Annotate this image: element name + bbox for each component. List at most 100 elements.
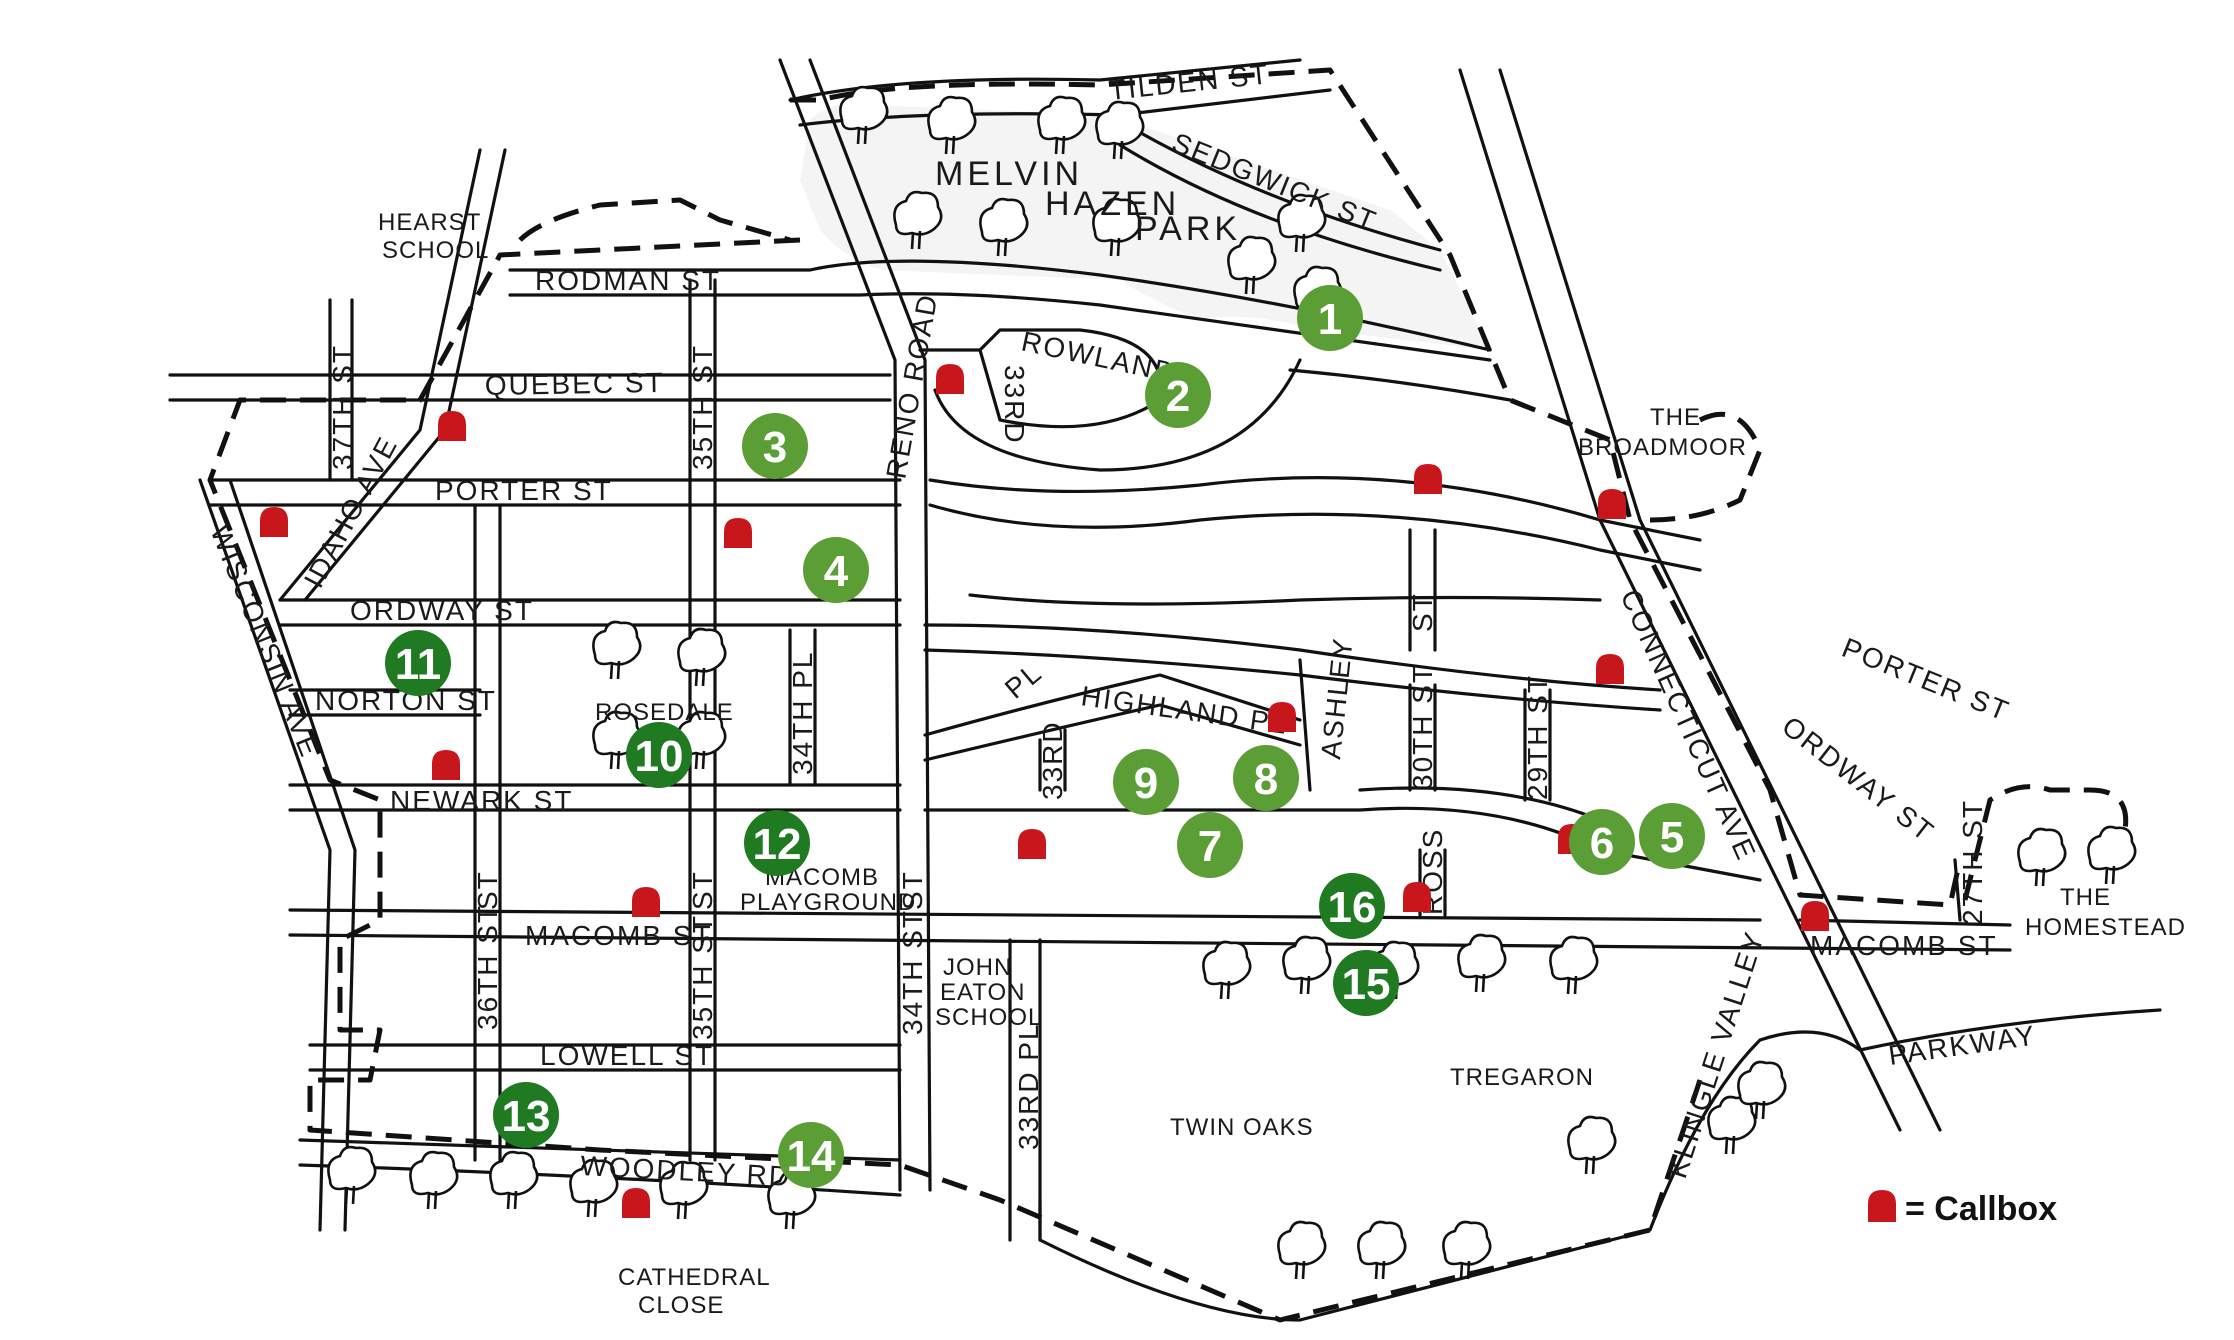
marker-circle <box>803 537 869 603</box>
label-quebec-st: QUEBEC ST <box>485 367 665 401</box>
tree-icon <box>1549 935 1599 995</box>
callbox-icon <box>260 507 288 537</box>
marker-13[interactable]: 13 <box>493 1082 559 1148</box>
marker-10[interactable]: 10 <box>626 722 692 788</box>
marker-circle <box>1569 809 1635 875</box>
label-john-eaton-3: SCHOOL <box>935 1004 1042 1031</box>
label-33rd-rd: 33RD <box>1037 720 1068 800</box>
label-porter-st-east: PORTER ST <box>1838 632 2014 727</box>
label-twin-oaks: TWIN OAKS <box>1170 1114 1314 1141</box>
marker-7[interactable]: 7 <box>1177 812 1243 878</box>
marker-circle <box>1145 362 1211 428</box>
label-park: PARK <box>1135 210 1241 248</box>
label-30th-st: 30TH ST <box>1407 664 1438 790</box>
label-29th-st: 29TH ST <box>1522 674 1553 800</box>
callbox-icon <box>1403 882 1431 912</box>
label-27th-st: 27TH ST <box>1957 799 1988 925</box>
tree-icon <box>1457 933 1507 993</box>
label-melvin: MELVIN <box>935 155 1083 193</box>
label-rosedale: ROSEDALE <box>595 699 734 726</box>
label-cathedral: CATHEDRAL <box>618 1264 771 1291</box>
tree-icon <box>1442 1220 1492 1280</box>
marker-16[interactable]: 16 <box>1319 873 1385 939</box>
marker-circle <box>742 413 808 479</box>
callbox-icon <box>1596 654 1624 684</box>
tree-icon <box>1707 1095 1757 1155</box>
tree-icon <box>409 1150 459 1210</box>
street-network <box>168 58 2162 1322</box>
label-cathedral-close: CLOSE <box>638 1292 724 1319</box>
tree-icon <box>1037 95 1087 155</box>
marker-circle <box>1113 749 1179 815</box>
label-porter-st-west: PORTER ST <box>435 475 613 506</box>
marker-number: 16 <box>1328 883 1377 932</box>
marker-number: 9 <box>1134 759 1158 808</box>
label-the-broadmoor-2: BROADMOOR <box>1578 434 1747 461</box>
label-pl: PL <box>999 656 1048 704</box>
callbox-icon <box>1598 489 1626 519</box>
label-35th-st-mid: ST <box>687 870 718 910</box>
tree-icon <box>1092 197 1142 257</box>
label-30th-st-mid: ST <box>1407 592 1438 632</box>
marker-1[interactable]: 1 <box>1297 285 1363 351</box>
label-ordway-st-east: ORDWAY ST <box>1776 710 1940 848</box>
marker-circle <box>1639 803 1705 869</box>
label-macomb-st-west: MACOMB ST <box>525 920 713 951</box>
label-36th-st-mid: ST <box>472 870 503 910</box>
marker-circle <box>744 810 810 876</box>
label-33rd-pl: 33RD PL <box>1013 1022 1044 1150</box>
label-36th-st: 36TH ST <box>472 904 503 1030</box>
marker-15[interactable]: 15 <box>1333 950 1399 1016</box>
tree-icon <box>979 197 1029 257</box>
label-35th-st-south: 35TH ST <box>687 914 718 1040</box>
marker-9[interactable]: 9 <box>1113 749 1179 815</box>
marker-number: 2 <box>1166 372 1190 421</box>
callbox-icon <box>438 411 466 441</box>
marker-circle <box>1233 745 1299 811</box>
marker-8[interactable]: 8 <box>1233 745 1299 811</box>
marker-number: 15 <box>1342 960 1391 1009</box>
callbox-icon <box>1018 829 1046 859</box>
callbox-icon <box>724 518 752 548</box>
marker-14[interactable]: 14 <box>778 1122 844 1188</box>
tree-icon <box>1737 1060 1787 1120</box>
tree-icon <box>327 1145 377 1205</box>
tree-icon <box>569 1158 619 1218</box>
marker-6[interactable]: 6 <box>1569 809 1635 875</box>
marker-11[interactable]: 11 <box>385 630 451 696</box>
marker-5[interactable]: 5 <box>1639 803 1705 869</box>
marker-circle <box>1333 950 1399 1016</box>
label-34th-st: 34TH ST <box>897 909 928 1035</box>
tree-icon <box>1282 935 1332 995</box>
tree-icon <box>592 620 642 680</box>
tree-icon <box>2017 827 2067 887</box>
label-newark-st: NEWARK ST <box>390 785 573 816</box>
label-35th-st-north: 35TH ST <box>687 344 718 470</box>
tree-icon <box>489 1150 539 1210</box>
marker-number: 11 <box>395 640 442 689</box>
marker-3[interactable]: 3 <box>742 413 808 479</box>
label-lowell-st: LOWELL ST <box>540 1040 714 1071</box>
marker-number: 14 <box>787 1132 836 1181</box>
neighborhood-boundary <box>207 67 2129 1323</box>
marker-number: 7 <box>1198 822 1222 871</box>
marker-4[interactable]: 4 <box>803 537 869 603</box>
label-parkway: PARKWAY <box>1887 1020 2039 1071</box>
label-hearst: HEARST <box>378 209 481 236</box>
tree-icon <box>927 95 977 155</box>
marker-2[interactable]: 2 <box>1145 362 1211 428</box>
callbox-icon <box>1268 702 1296 732</box>
tree-icon <box>1202 940 1252 1000</box>
label-highland-pl: HIGHLAND PL <box>1079 680 1290 740</box>
label-klingle-valley: KLINGLE VALLEY <box>1661 927 1770 1182</box>
label-macomb-st-east: MACOMB ST <box>1810 930 1998 961</box>
tree-icon <box>1227 235 1277 295</box>
label-37th-st: 37TH ST <box>327 344 358 470</box>
marker-number: 5 <box>1660 813 1684 862</box>
callbox-icon <box>936 364 964 394</box>
legend-label: = Callbox <box>1905 1190 2057 1228</box>
marker-12[interactable]: 12 <box>744 810 810 876</box>
